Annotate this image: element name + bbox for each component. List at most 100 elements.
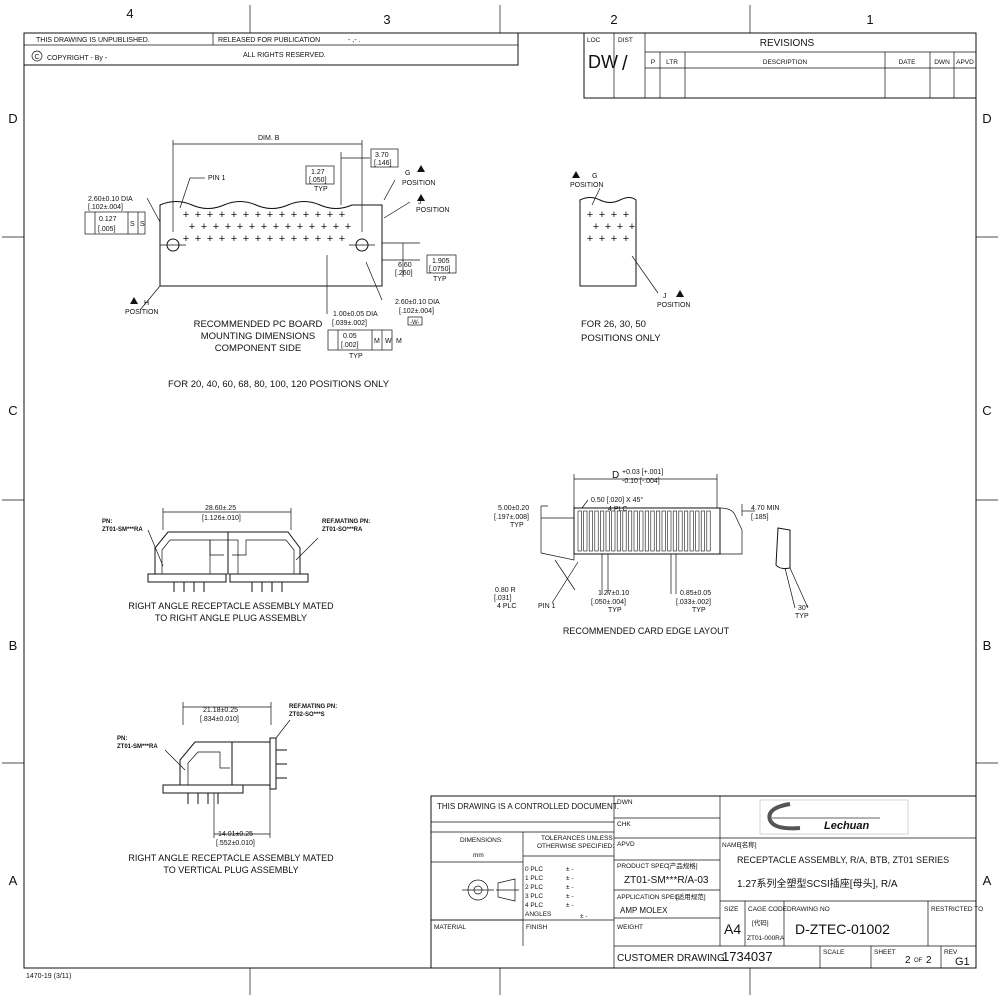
g-position-label: POSITION	[402, 180, 435, 187]
fcf1-value: 0.127	[99, 216, 117, 223]
tb-size: A4	[724, 921, 741, 937]
pin-marker: +	[339, 209, 345, 221]
pin-marker: +	[249, 221, 255, 233]
tb-plc-3: 3 PLC	[525, 893, 543, 900]
rev-col-apvd: APVD	[956, 59, 974, 66]
v5-width: 0.85±0.05	[680, 590, 711, 597]
card-finger	[588, 510, 593, 552]
card-finger	[656, 510, 661, 552]
pin-marker: +	[231, 209, 237, 221]
pin-marker: +	[309, 221, 315, 233]
tb-plc-4: 4 PLC	[525, 902, 543, 909]
rights-reserved: ALL RIGHTS RESERVED.	[243, 52, 326, 59]
v2-note-line1: FOR 26, 30, 50	[581, 319, 646, 330]
tb-customer-label: CUSTOMER DRAWING	[617, 953, 725, 964]
pitch-typ: TYP	[314, 186, 328, 193]
loc-value: DW	[588, 52, 618, 72]
pin-dia-inch: [.039±.002]	[332, 320, 367, 327]
height-dim-inch: [.260]	[395, 270, 413, 277]
tb-name-line2: 1.27系列全塑型SCSI插座[母头], R/A	[737, 877, 898, 890]
card-finger	[616, 510, 621, 552]
tb-plc-val-1: ± -	[566, 875, 574, 882]
pin-marker: +	[267, 209, 273, 221]
pin-marker: +	[593, 221, 599, 233]
v4-ref-value: ZT02-SO***S	[289, 712, 325, 718]
tb-tolerances-1: TOLERANCES UNLESS	[541, 835, 613, 842]
v4-dim-top-inch: [.834±0.010]	[200, 716, 239, 723]
v3-ref-label: REF.MATING PN:	[322, 519, 370, 525]
card-finger	[600, 510, 605, 552]
v2-g-letter: G	[592, 173, 597, 180]
pin-marker: +	[587, 233, 593, 245]
v5-left-inch: [.197±.008]	[494, 514, 529, 521]
v2-note-line2: POSITIONS ONLY	[581, 333, 661, 344]
card-finger	[633, 510, 638, 552]
rev-col-p: P	[651, 59, 655, 66]
pitch-dim: 1.27	[311, 169, 325, 176]
v5-radius: 0.80 R	[495, 587, 516, 594]
pin-marker: +	[327, 233, 333, 245]
v5-chamfer-plc: 4 PLC	[608, 506, 627, 513]
zone-right-d: D	[982, 111, 991, 126]
pin-marker: +	[333, 221, 339, 233]
tb-product-spec: ZT01-SM***R/A-03	[624, 875, 709, 886]
tb-plc-val-2: ± -	[566, 884, 574, 891]
pin-marker: +	[623, 233, 629, 245]
pin-marker: +	[237, 221, 243, 233]
card-finger	[639, 510, 644, 552]
tb-plc-val-4: ± -	[566, 902, 574, 909]
drawing-frame	[2, 5, 998, 995]
v4-pn-label: PN:	[117, 736, 127, 742]
fcf2-mod-3: M	[396, 338, 402, 345]
v3-dim-inch: [1.126±.010]	[202, 515, 241, 522]
v5-left-dim: 5.00±0.20	[498, 505, 529, 512]
pin-marker: +	[629, 221, 635, 233]
v5-d-label: D	[612, 470, 619, 481]
pin-marker: +	[291, 233, 297, 245]
pcb-footprint-view	[84, 140, 457, 351]
pin-marker: +	[321, 221, 327, 233]
rev-col-ltr: LTR	[666, 59, 678, 66]
rev-col-dwn: DWN	[934, 59, 950, 66]
j-position-letter: J	[418, 199, 422, 206]
card-edge-fingers	[577, 510, 711, 552]
tb-sheet-label: SHEET	[874, 949, 896, 956]
tb-plc-val-angles: ± -	[580, 913, 588, 920]
pin-marker: +	[225, 221, 231, 233]
tb-app-spec-cn: [适用规范]	[676, 892, 706, 901]
footer-form-number: 1470-19 (3/11)	[26, 973, 71, 980]
partial-footprint-view	[572, 171, 684, 297]
card-finger	[611, 510, 616, 552]
zone-right-c: C	[982, 403, 991, 418]
zone-right-a: A	[983, 873, 992, 888]
zone-top-1: 1	[866, 12, 873, 27]
edge-dim-inch: [.146]	[374, 160, 392, 167]
v5-width-typ: TYP	[692, 607, 706, 614]
tb-customer-no: 1734037	[722, 949, 773, 964]
pin-marker: +	[611, 233, 617, 245]
pin-marker: +	[255, 233, 261, 245]
pin-marker: +	[599, 233, 605, 245]
tb-name-cn: [名称]	[740, 840, 757, 849]
v5-pitch-inch: [.050±.004]	[591, 599, 626, 606]
pin-marker: +	[599, 209, 605, 221]
revisions-title: REVISIONS	[760, 38, 815, 49]
ra-to-vertical-mated-view	[162, 702, 291, 838]
header-block	[23, 32, 519, 66]
pin-marker: +	[219, 233, 225, 245]
v5-pitch: 1.27±0.10	[598, 590, 629, 597]
tb-plc-0: 0 PLC	[525, 866, 543, 873]
tb-plc-1: 1 PLC	[525, 875, 543, 882]
v5-d-plus: +0.03 [+.001]	[622, 469, 663, 476]
pin-marker: +	[195, 209, 201, 221]
fcf1-inch: [.005]	[98, 226, 116, 233]
tb-app-spec-label: APPLICATION SPEC	[617, 894, 679, 901]
rev-col-date: DATE	[899, 59, 917, 66]
row-pitch-dim: 1.905	[432, 258, 450, 265]
pcb-note-line1: RECOMMENDED PC BOARD	[194, 319, 323, 330]
fcf2-inch: [.002]	[341, 342, 359, 349]
card-finger	[678, 510, 683, 552]
pin-marker: +	[279, 233, 285, 245]
zone-left-a: A	[9, 873, 18, 888]
h-position-letter: H	[144, 300, 149, 307]
